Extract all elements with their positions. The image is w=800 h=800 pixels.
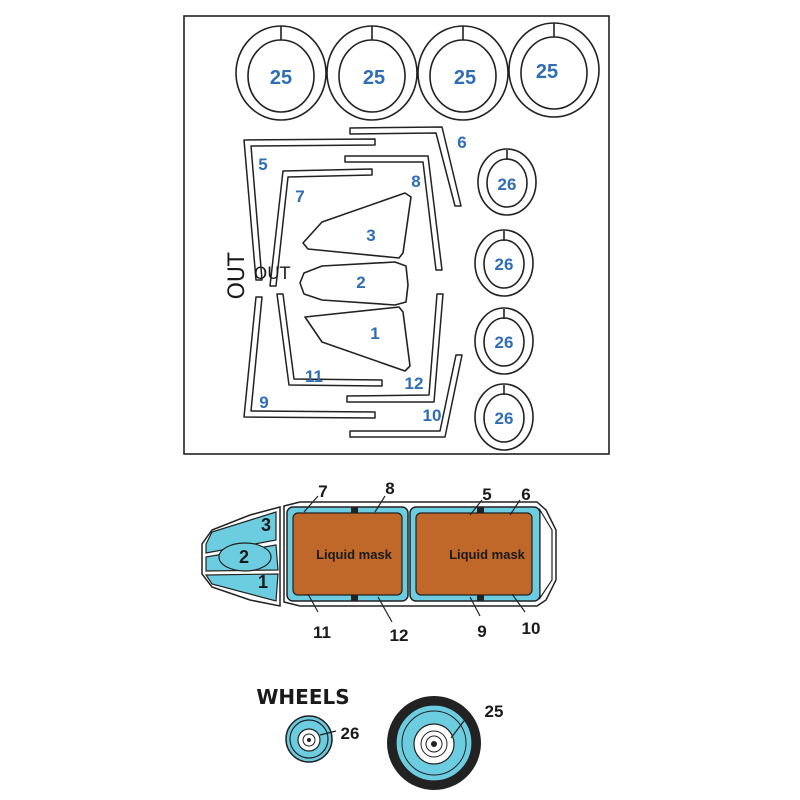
canopy-diagram: Liquid mask Liquid mask 7 8 5 6 3 2 1 11… <box>201 479 557 645</box>
liquid-mask-front <box>292 512 403 596</box>
wheel-mask-25-b: 25 <box>326 25 418 121</box>
frame-strip-8 <box>344 155 443 271</box>
windscreen-panel-1 <box>204 573 279 602</box>
frame-clip-bottom-front <box>351 595 358 601</box>
large-wheel-25 <box>387 696 481 790</box>
canopy-panels <box>299 192 412 372</box>
frame-strip-7 <box>269 168 373 287</box>
panel-3 <box>302 192 412 259</box>
frame-11-label: 11 <box>305 367 323 386</box>
frame-clip-top-rear <box>477 507 484 513</box>
wheel-mask-25-a: 25 <box>235 25 327 121</box>
canopy-label-5: 5 <box>482 485 491 504</box>
canopy-label-9: 9 <box>477 622 486 641</box>
wheel-mask-25-b-label: 25 <box>363 67 385 89</box>
canopy-label-2: 2 <box>239 547 249 567</box>
frame-strip-5 <box>243 138 376 281</box>
wheels-title: WHEELS <box>256 685 349 709</box>
wheel-mask-26-b-label: 26 <box>495 255 514 274</box>
canopy-label-6: 6 <box>521 485 530 504</box>
wheel-mask-26-a: 26 <box>477 148 537 216</box>
panel-1 <box>304 306 411 372</box>
liquid-mask-front-label: Liquid mask <box>316 547 393 562</box>
wheel-mask-26-d-label: 26 <box>495 409 514 428</box>
wheel-mask-25-c: 25 <box>417 25 509 121</box>
wheel-mask-26-b: 26 <box>474 229 534 297</box>
liquid-mask-rear <box>415 512 533 596</box>
panel-3-label: 3 <box>366 226 375 245</box>
frame-strip-10 <box>349 354 463 438</box>
panel-1-label: 1 <box>370 324 379 343</box>
frame-strip-9 <box>243 296 376 419</box>
frame-strip-12 <box>346 293 444 403</box>
windscreen-panel-3 <box>205 511 277 554</box>
frame-7-label: 7 <box>295 187 304 206</box>
wheel-mask-25-d: 25 <box>508 22 600 118</box>
small-wheel-26 <box>285 715 337 763</box>
small-wheel-label: 26 <box>341 724 360 743</box>
large-wheel-label: 25 <box>485 702 504 721</box>
liquid-mask-rear-label: Liquid mask <box>449 547 526 562</box>
canopy-leader-lines <box>303 495 526 623</box>
frame-clip-top-front <box>351 507 358 513</box>
wheel-mask-26-a-label: 26 <box>498 175 517 194</box>
canopy-label-7: 7 <box>318 482 327 501</box>
frame-10-label: 10 <box>423 406 442 425</box>
wheel-mask-26-d: 26 <box>474 383 534 451</box>
sheet-border <box>183 15 610 455</box>
wheels-section: WHEELS 26 25 <box>256 685 503 790</box>
canopy-label-11: 11 <box>313 623 331 642</box>
wheel-mask-25-c-label: 25 <box>454 67 476 89</box>
wheel-mask-25-d-label: 25 <box>536 61 558 83</box>
frame-clip-bottom-rear <box>477 595 484 601</box>
frame-strips <box>243 126 463 438</box>
canopy-label-8: 8 <box>385 479 394 498</box>
frame-strip-6 <box>349 126 462 207</box>
frame-9-label: 9 <box>259 393 268 412</box>
frame-12-label: 12 <box>405 374 424 393</box>
canopy-label-1: 1 <box>258 572 268 592</box>
panel-2-label: 2 <box>356 273 365 292</box>
wheel-mask-26-c-label: 26 <box>495 333 514 352</box>
canopy-label-3: 3 <box>261 515 271 535</box>
frame-strip-11 <box>276 293 383 387</box>
wheel-mask-25-a-label: 25 <box>270 67 292 89</box>
windscreen-center-bulge <box>218 542 272 572</box>
frame-5-label: 5 <box>258 155 267 174</box>
canopy-label-12: 12 <box>390 626 409 645</box>
out-vertical-label: OUT <box>225 252 250 299</box>
canopy-tail-glass <box>539 507 553 600</box>
mask-sheet: 25 25 25 25 26 <box>183 15 610 455</box>
frame-8-label: 8 <box>411 172 420 191</box>
panel-2 <box>299 261 409 306</box>
out-horizontal-label: OUT <box>254 264 291 284</box>
frame-6-label: 6 <box>457 133 466 152</box>
canopy-label-10: 10 <box>522 619 541 638</box>
wheel-mask-26-c: 26 <box>474 307 534 375</box>
